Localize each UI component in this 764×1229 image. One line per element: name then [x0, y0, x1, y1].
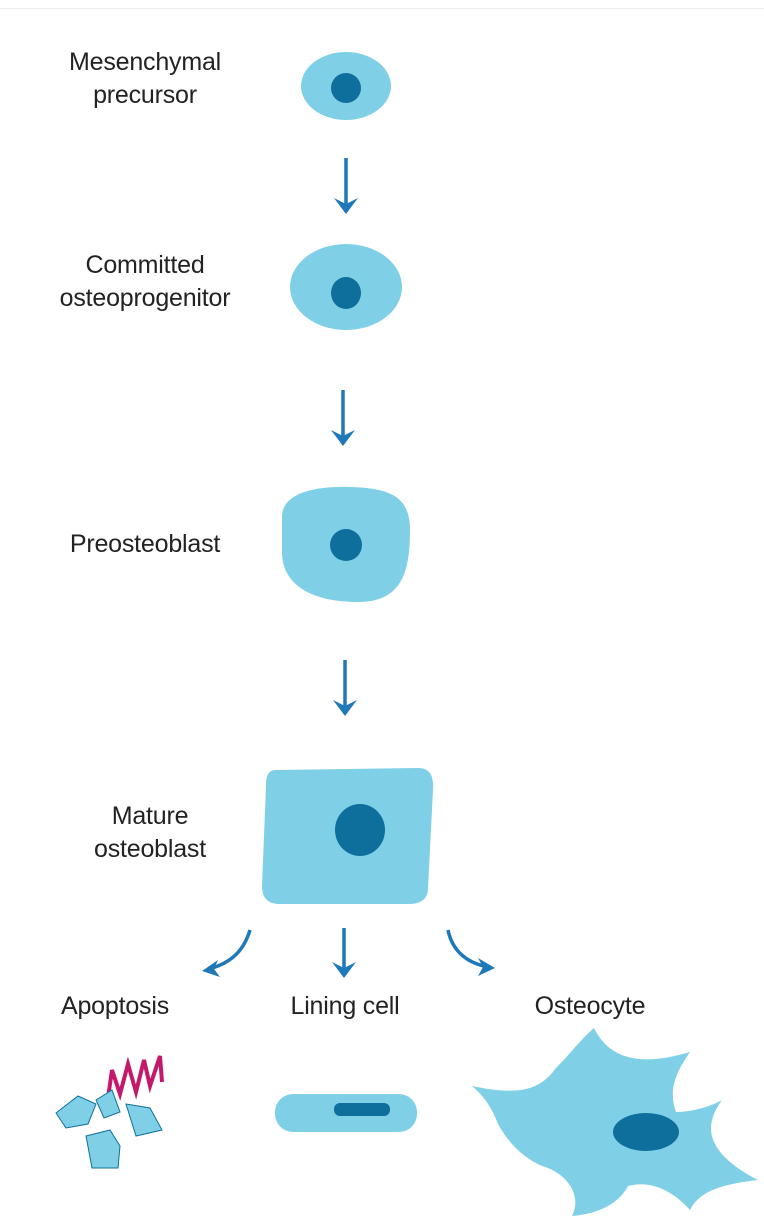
mesenchymal-precursor-cell: [301, 52, 391, 120]
committed-osteoprogenitor-cell: [290, 244, 402, 330]
mature-osteoblast-cell: [262, 768, 433, 904]
mesenchymal-nucleus: [331, 73, 361, 103]
osteocyte-cell: [472, 1028, 758, 1216]
lining-cell-nucleus: [334, 1103, 390, 1116]
mature-nucleus: [335, 804, 385, 856]
lining-cell: [275, 1094, 417, 1132]
arrow-to-osteocyte: [448, 930, 495, 976]
osteocyte-nucleus: [613, 1113, 679, 1151]
committed-nucleus: [331, 277, 361, 309]
arrow-to-apoptosis: [202, 930, 250, 977]
arrow-down-3: [333, 660, 357, 716]
preosteoblast-cell: [282, 487, 410, 602]
preosteoblast-nucleus: [330, 529, 362, 561]
arrow-to-lining-cell: [332, 928, 356, 978]
arrow-down-2: [331, 390, 355, 446]
arrow-down-1: [334, 158, 358, 214]
apoptosis-fragments: [56, 1056, 162, 1168]
